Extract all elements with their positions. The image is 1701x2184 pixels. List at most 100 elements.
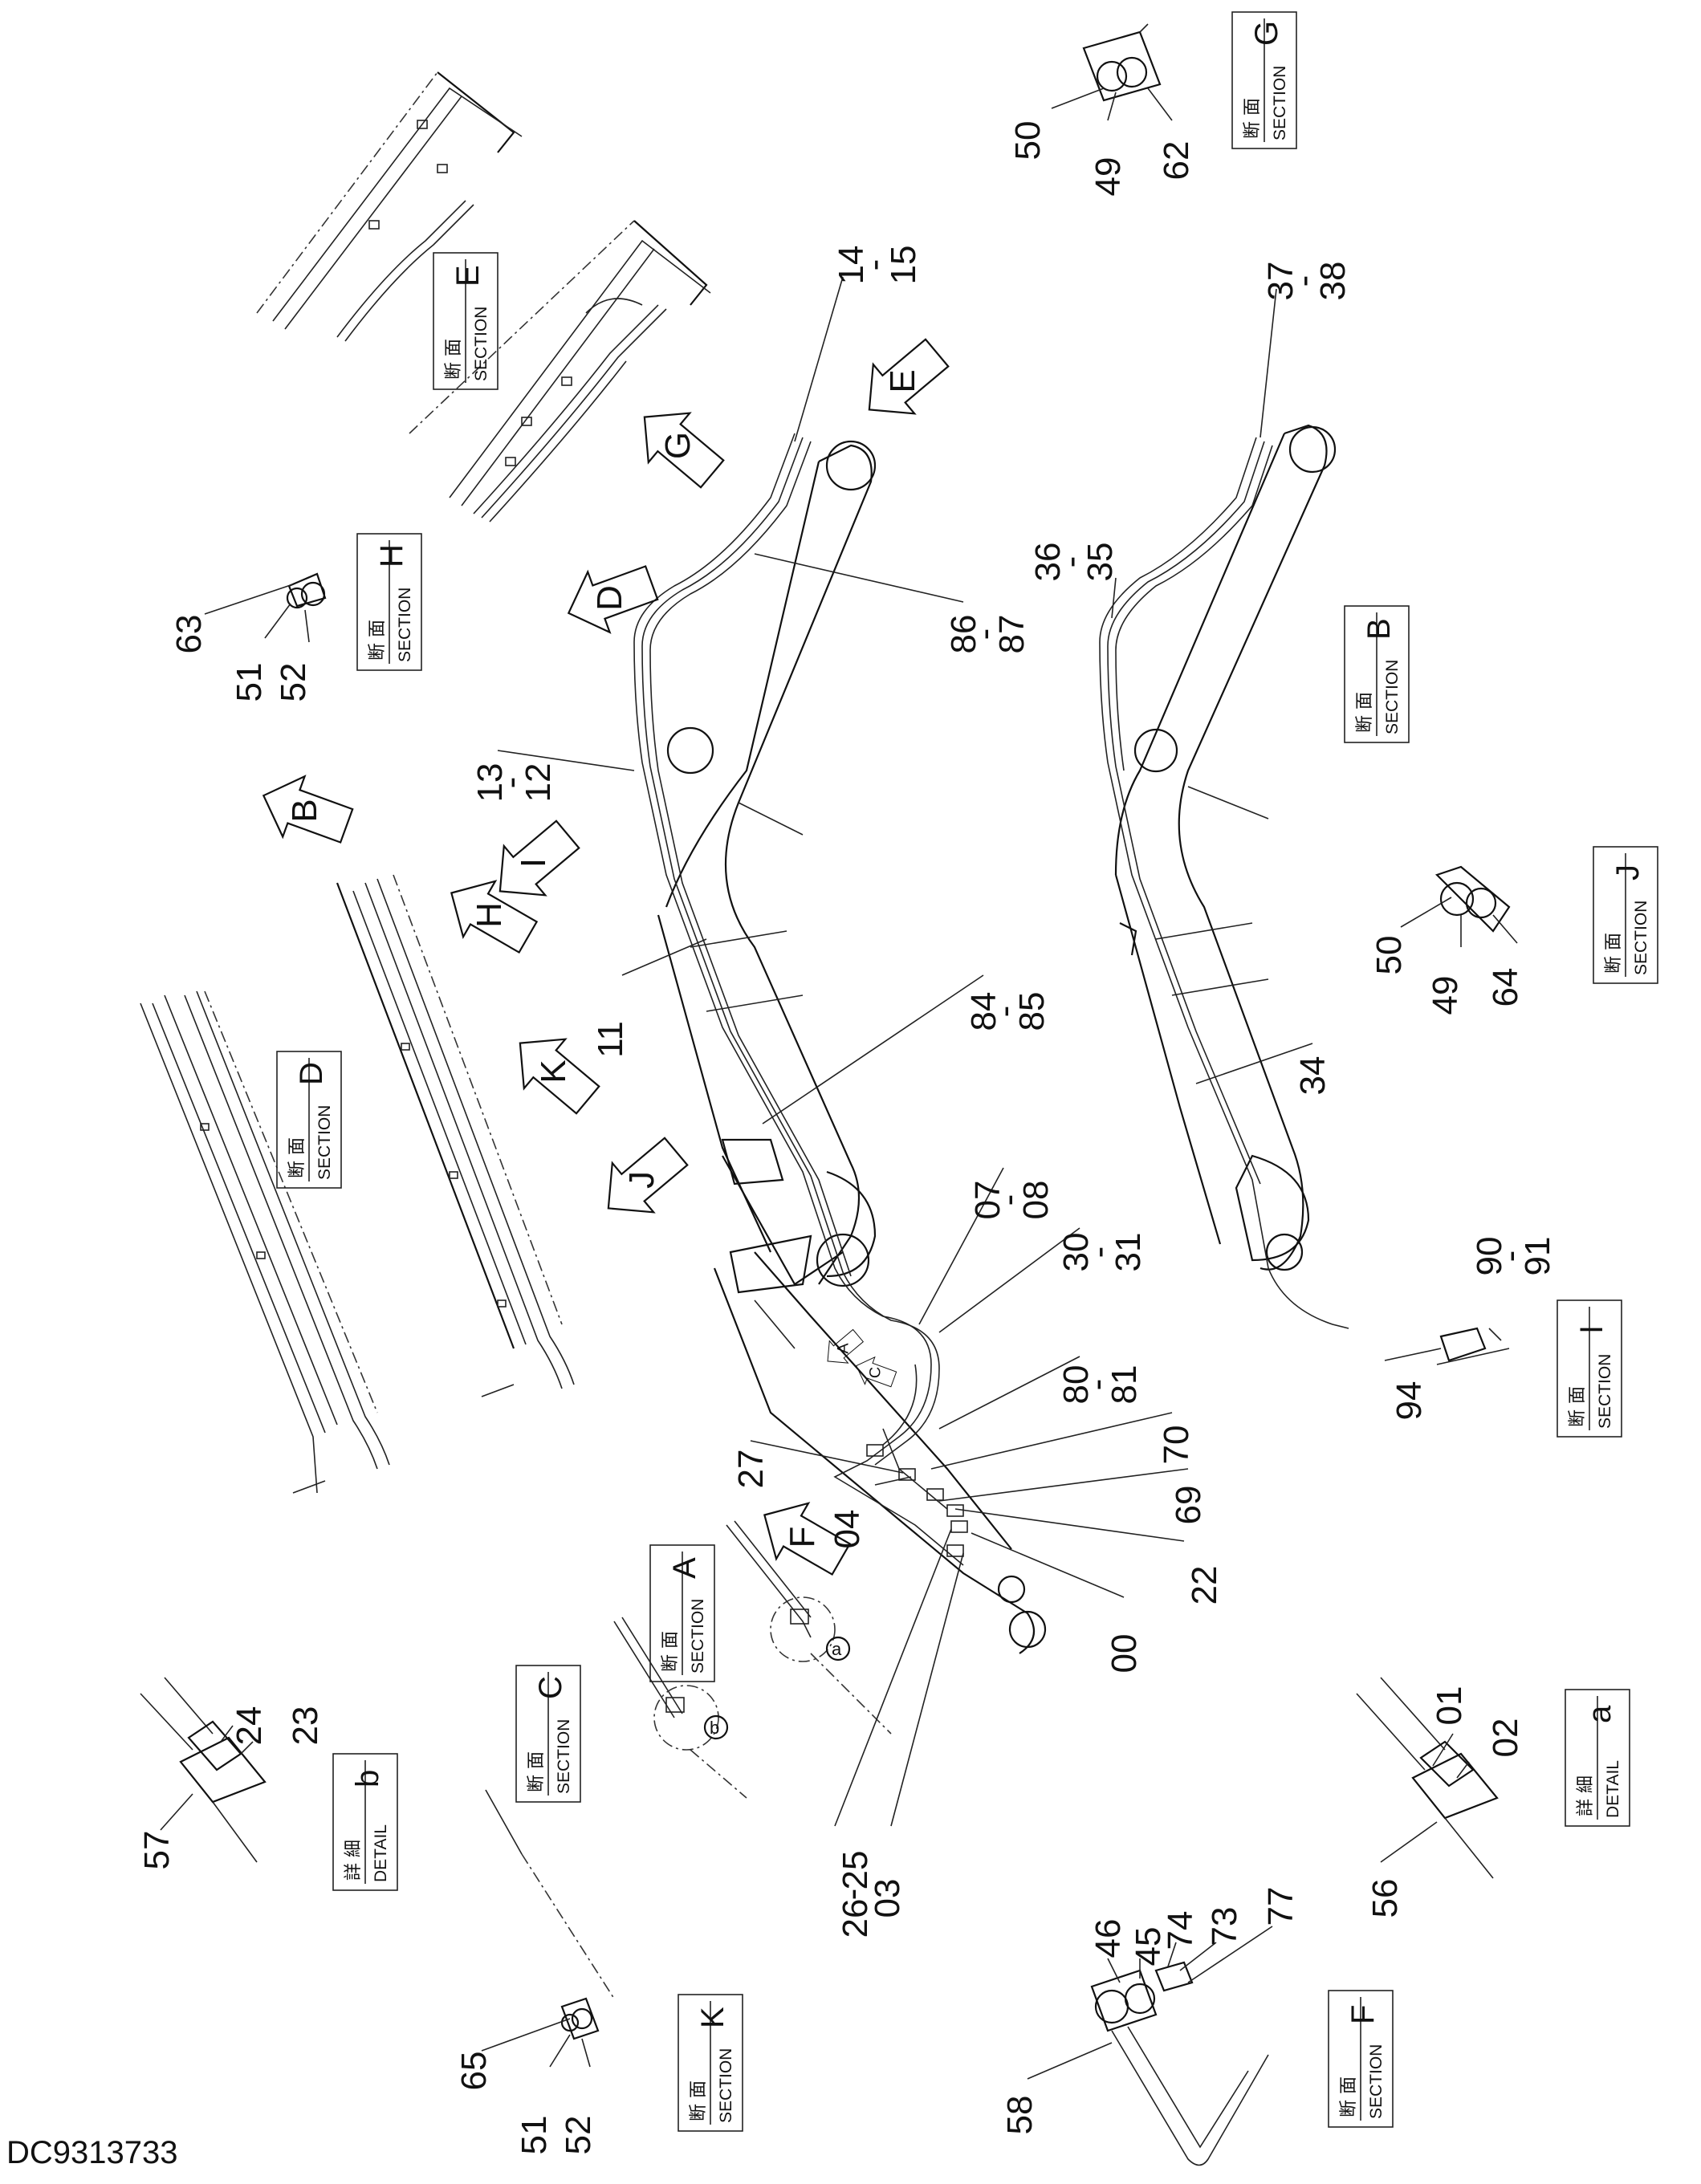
part-label-24: 24	[230, 1706, 269, 1746]
part-label-04: 04	[828, 1510, 867, 1549]
part-label-01: 01	[1430, 1686, 1469, 1726]
section-a-sketch	[726, 1520, 892, 1735]
box-word: DETAIL	[372, 1824, 390, 1882]
section-box-a: 断 面 SECTION A	[649, 1544, 715, 1682]
part-label-50: 50	[1008, 121, 1048, 161]
box-letter: A	[667, 1557, 702, 1579]
box-letter: E	[450, 265, 486, 287]
part-label-51: 51	[230, 663, 269, 702]
box-letter: C	[533, 1676, 568, 1699]
part-label-36: 36	[1028, 543, 1068, 582]
part-label-22: 22	[1185, 1566, 1224, 1605]
box-kanji: 断 面	[661, 1631, 681, 1672]
box-word: DETAIL	[1604, 1760, 1622, 1818]
section-g-sketch	[1082, 23, 1162, 102]
box-word: SECTION	[315, 1105, 334, 1180]
box-kanji: 断 面	[527, 1751, 547, 1792]
box-kanji: 断 面	[287, 1137, 307, 1178]
view-arrow-b: B	[262, 775, 354, 844]
box-kanji: 断 面	[1604, 933, 1624, 974]
box-word: SECTION	[1596, 1354, 1614, 1429]
part-label-03: 03	[868, 1879, 907, 1918]
view-arrow-d: D	[567, 565, 659, 634]
part-label-11: 11	[591, 1021, 630, 1058]
box-word: SECTION	[1271, 66, 1289, 140]
part-range-dash: -	[855, 259, 894, 271]
box-kanji: 断 面	[689, 2080, 709, 2121]
box-word: SECTION	[555, 1719, 573, 1794]
part-label-02: 02	[1486, 1718, 1525, 1758]
part-label-50: 50	[1369, 936, 1409, 975]
part-label-62: 62	[1157, 141, 1196, 181]
box-kanji: 断 面	[1568, 1386, 1588, 1427]
box-word: SECTION	[1383, 660, 1402, 734]
part-range-dash: -	[1077, 1379, 1117, 1391]
part-range-dash: -	[965, 628, 1004, 641]
box-letter: b	[350, 1770, 385, 1787]
part-label-12: 12	[519, 763, 558, 803]
part-label-25: 25	[836, 1851, 875, 1890]
section-k-sketch	[560, 1997, 600, 2040]
box-word: SECTION	[689, 1599, 707, 1674]
part-label-58: 58	[1000, 2096, 1040, 2135]
view-arrow-letter: H	[470, 902, 509, 928]
part-label-27: 27	[731, 1450, 771, 1489]
view-arrow-letter: C	[866, 1367, 884, 1378]
part-range-dash: -	[832, 1889, 872, 1901]
part-label-49: 49	[1089, 157, 1128, 197]
part-label-45: 45	[1129, 1927, 1168, 1966]
boom-main	[657, 440, 877, 1294]
part-label-69: 69	[1169, 1486, 1208, 1525]
view-arrow-k: K	[519, 1038, 600, 1115]
boom-secondary	[1114, 424, 1337, 1271]
part-label-46: 46	[1089, 1919, 1128, 1958]
section-f-sketch	[1090, 1961, 1269, 2166]
part-range-dash: -	[985, 1006, 1024, 1018]
section-box-c: 断 面 SECTION C	[515, 1665, 581, 1803]
detail-circle-b-letter: b	[710, 1718, 719, 1738]
view-arrow-letter: K	[534, 1059, 573, 1083]
section-box-b-detail: 詳 細 DETAIL b	[332, 1753, 398, 1891]
arm-main	[713, 1251, 1047, 1654]
part-label-86: 86	[944, 615, 983, 654]
view-arrow-letter: J	[622, 1171, 661, 1189]
part-range-dash: -	[1284, 275, 1324, 287]
view-arrow-letter: E	[883, 369, 922, 392]
part-label-64: 64	[1486, 968, 1525, 1007]
view-arrow-letter: A	[834, 1343, 852, 1354]
part-range-dash: -	[491, 777, 531, 789]
box-kanji: 断 面	[1355, 692, 1375, 733]
box-kanji: 断 面	[368, 620, 388, 661]
part-label-15: 15	[884, 246, 923, 285]
box-letter: G	[1249, 21, 1284, 46]
part-label-56: 56	[1365, 1879, 1405, 1918]
view-arrow-f: F	[763, 1502, 852, 1576]
view-arrow-g: G	[643, 412, 725, 489]
box-kanji: 詳 細	[344, 1840, 364, 1881]
box-letter: B	[1361, 618, 1397, 640]
part-label-80: 80	[1056, 1365, 1096, 1405]
box-word: SECTION	[396, 588, 414, 662]
part-label-84: 84	[964, 992, 1003, 1031]
box-word: SECTION	[472, 307, 490, 381]
section-e-sketch	[256, 71, 711, 523]
box-word: SECTION	[717, 2048, 735, 2123]
part-label-52: 52	[274, 663, 313, 702]
box-kanji: 断 面	[1339, 2076, 1359, 2117]
part-label-90: 90	[1470, 1237, 1509, 1276]
view-arrow-letter: G	[658, 432, 698, 459]
part-label-26: 26	[836, 1899, 875, 1938]
detail-circle-a-letter: a	[832, 1639, 842, 1659]
part-label-81: 81	[1105, 1365, 1144, 1405]
view-arrow-letter: D	[590, 585, 629, 611]
box-kanji: 詳 細	[1576, 1775, 1596, 1816]
